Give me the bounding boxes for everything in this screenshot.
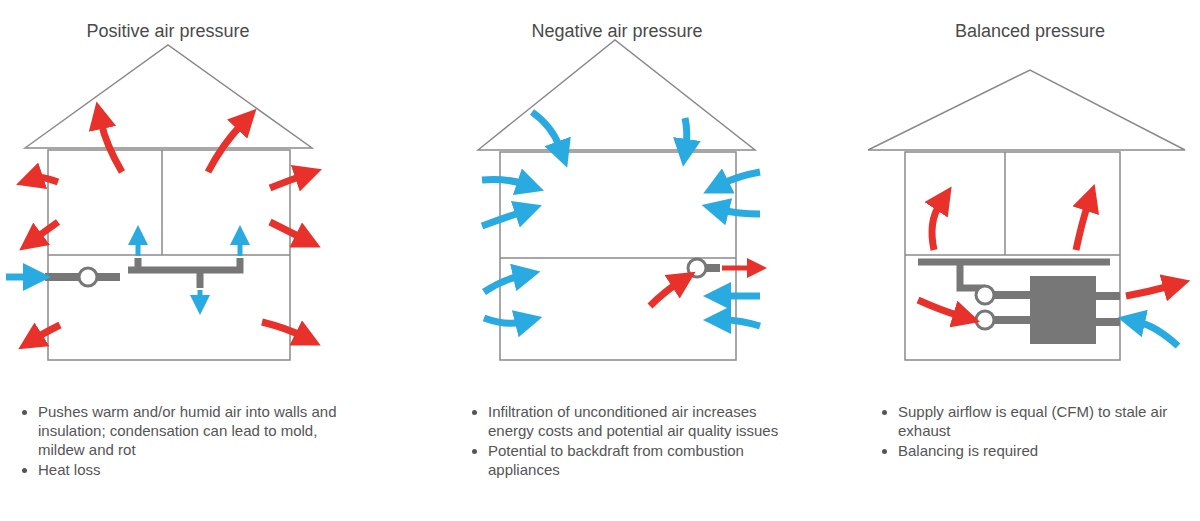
bullet-text: Pushes warm and/or humid air into walls … [38, 402, 343, 459]
supply-duct [45, 258, 240, 288]
bullet-text: Supply airflow is equal (CFM) to stale a… [898, 402, 1188, 440]
bullet-text: Heat loss [38, 460, 343, 479]
balanced-house [868, 70, 1185, 360]
bullet-list: Pushes warm and/or humid air into walls … [20, 402, 343, 480]
panel-title: Balanced pressure [955, 21, 1105, 42]
balanced-arrows [918, 204, 1178, 346]
panel-title: Negative air pressure [531, 21, 702, 42]
exhaust-fan [688, 259, 720, 277]
bullet-list: Supply airflow is equal (CFM) to stale a… [880, 402, 1188, 461]
negative-arrows [482, 112, 760, 326]
negative-house [478, 40, 755, 360]
panel-title: Positive air pressure [86, 21, 249, 42]
bullet-text: Potential to backdraft from combustion a… [488, 441, 788, 479]
bullet-text: Balancing is required [898, 441, 1188, 460]
bullet-list: Infiltration of unconditioned air increa… [470, 402, 788, 480]
positive-arrows [6, 122, 302, 338]
bullet-text: Infiltration of unconditioned air increa… [488, 402, 788, 440]
positive-house [25, 45, 312, 360]
erv-unit [918, 262, 1120, 344]
